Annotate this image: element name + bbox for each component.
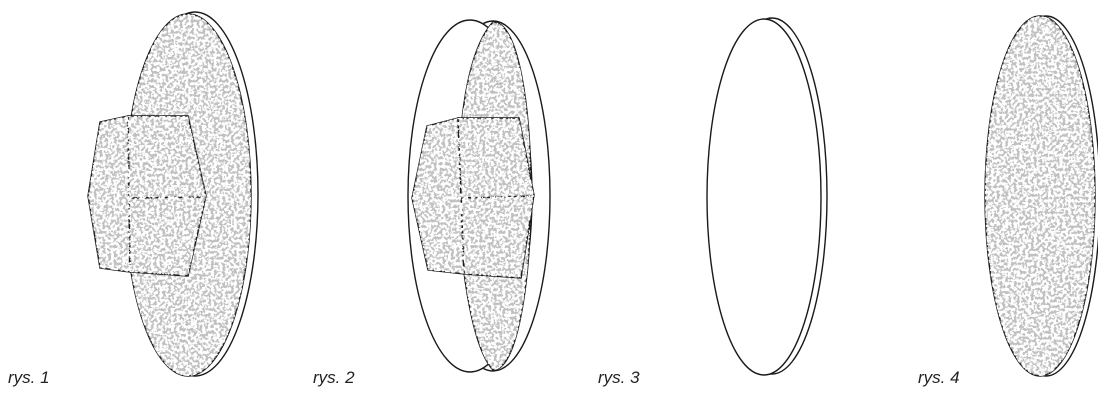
figure-4-caption: rys. 4	[918, 368, 960, 387]
figure-3-plain-disc	[706, 17, 828, 376]
figure-2-disc-with-hex-bolt	[407, 19, 551, 373]
figure-1-hex-speckle	[88, 116, 206, 276]
figure-1-caption: rys. 1	[8, 368, 50, 387]
figure-3-caption: rys. 3	[598, 368, 640, 387]
figure-4-shaded-disc	[984, 15, 1098, 377]
figure-1-disc-with-hex-bolt	[87, 11, 259, 377]
figure-3-disc-face	[706, 18, 822, 376]
figure-2-caption: rys. 2	[313, 368, 355, 387]
figure-2-hex-speckle	[412, 118, 534, 278]
figure-4-face-speckle	[985, 16, 1095, 376]
